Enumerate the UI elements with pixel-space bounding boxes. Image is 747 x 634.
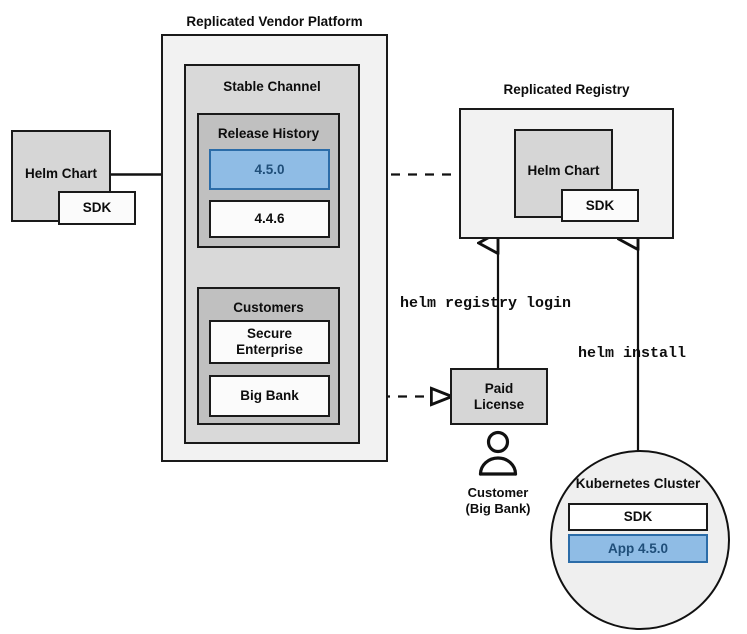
cluster-item-app-label: App 4.5.0	[607, 541, 669, 556]
command-helm-install: helm install	[578, 345, 687, 362]
kubernetes-cluster-title: Kubernetes Cluster	[575, 476, 701, 491]
release-item-4-4-6-label: 4.4.6	[254, 211, 285, 227]
customer-big-bank-label: Big Bank	[240, 388, 299, 404]
customer-big-bank[interactable]: Big Bank	[209, 375, 330, 417]
customer-actor-caption: Customer (Big Bank)	[428, 485, 568, 518]
person-icon	[478, 430, 518, 476]
source-sdk-label: SDK	[82, 200, 112, 216]
release-item-4-5-0-label: 4.5.0	[254, 162, 285, 177]
customers-title: Customers	[233, 300, 304, 315]
vendor-platform-title: Replicated Vendor Platform	[186, 14, 363, 29]
registry-sdk-label: SDK	[585, 197, 615, 213]
release-history-title: Release History	[217, 126, 320, 141]
paid-license-line2: License	[473, 396, 525, 412]
cluster-item-app: App 4.5.0	[568, 534, 708, 563]
cluster-item-sdk-label: SDK	[623, 509, 653, 525]
source-sdk-box: SDK	[58, 191, 136, 225]
registry-title: Replicated Registry	[503, 82, 630, 97]
registry-sdk-box: SDK	[561, 189, 639, 222]
paid-license-line1: Paid	[484, 380, 514, 396]
release-item-4-5-0[interactable]: 4.5.0	[209, 149, 330, 190]
registry-helm-chart-label: Helm Chart	[527, 163, 600, 178]
stable-channel-title: Stable Channel	[223, 79, 321, 94]
release-item-4-4-6[interactable]: 4.4.6	[209, 200, 330, 238]
customer-actor-line1: Customer	[467, 485, 529, 500]
customer-secure-enterprise-line1: Secure	[246, 326, 293, 342]
cluster-item-sdk: SDK	[568, 503, 708, 531]
paid-license-box: Paid License	[450, 368, 548, 425]
customer-secure-enterprise-line2: Enterprise	[236, 342, 303, 357]
customer-actor-line2: (Big Bank)	[465, 501, 531, 517]
command-registry-login: helm registry login	[400, 295, 572, 312]
source-helm-chart-label: Helm Chart	[24, 166, 97, 181]
customer-secure-enterprise[interactable]: Secure Enterprise	[209, 320, 330, 364]
